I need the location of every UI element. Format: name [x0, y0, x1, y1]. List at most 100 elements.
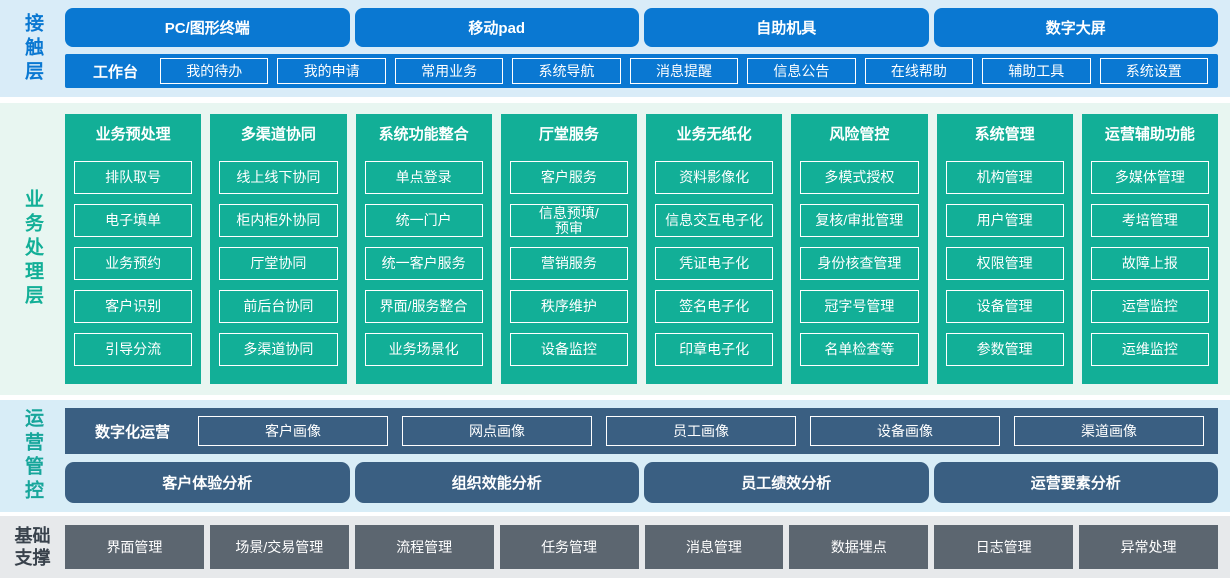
- ops-item-customer-profile[interactable]: 客户画像: [198, 416, 389, 446]
- column-item[interactable]: 运维监控: [1090, 333, 1209, 366]
- foundation-message-mgmt[interactable]: 消息管理: [644, 525, 784, 569]
- column-item[interactable]: 运营监控: [1090, 290, 1209, 323]
- column-item[interactable]: 故障上报: [1090, 247, 1209, 280]
- column-item[interactable]: 考培管理: [1090, 204, 1209, 237]
- column-title: 业务无纸化: [676, 126, 752, 143]
- column-item[interactable]: 冠字号管理: [800, 290, 919, 323]
- business-column-multichannel: 多渠道协同 线上线下协同 柜内柜外协同 厅堂协同 前后台协同 多渠道协同: [210, 114, 347, 384]
- workbench-label: 工作台: [93, 63, 139, 81]
- foundation-ui-mgmt[interactable]: 界面管理: [65, 525, 204, 569]
- workbench-item-online-help[interactable]: 在线帮助: [864, 58, 974, 84]
- column-item[interactable]: 统一门户: [364, 204, 483, 237]
- column-title: 系统管理: [974, 126, 1035, 143]
- foundation-data-tracking[interactable]: 数据埋点: [789, 525, 929, 569]
- workbench-item-announcements[interactable]: 信息公告: [747, 58, 856, 84]
- digital-ops-label: 数字化运营: [95, 423, 171, 441]
- column-item[interactable]: 客户服务: [509, 161, 628, 194]
- business-column-system-mgmt: 系统管理 机构管理 用户管理 权限管理 设备管理 参数管理: [936, 114, 1073, 384]
- analysis-employee-performance[interactable]: 员工绩效分析: [644, 462, 929, 503]
- workbench-item-aux-tools[interactable]: 辅助工具: [982, 58, 1091, 84]
- column-item[interactable]: 名单检查等: [800, 333, 919, 366]
- column-item[interactable]: 身份核查管理: [800, 247, 919, 280]
- ops-item-channel-profile[interactable]: 渠道画像: [1014, 416, 1205, 446]
- foundation-task-mgmt[interactable]: 任务管理: [499, 525, 639, 569]
- business-columns: 业务预处理 排队取号 电子填单 业务预约 客户识别 引导分流 多渠道协同 线上线…: [65, 114, 1218, 384]
- column-item[interactable]: 参数管理: [945, 333, 1064, 366]
- workbench-item-applications[interactable]: 我的申请: [277, 58, 386, 84]
- column-item[interactable]: 权限管理: [945, 247, 1064, 280]
- business-layer-content: 业务预处理 排队取号 电子填单 业务预约 客户识别 引导分流 多渠道协同 线上线…: [65, 103, 1230, 395]
- column-item[interactable]: 设备监控: [509, 333, 628, 366]
- foundation-layer-band: 基础支撑 界面管理 场景/交易管理 流程管理 任务管理 消息管理 数据埋点 日志…: [0, 516, 1230, 578]
- column-item[interactable]: 信息预填/ 预审: [509, 204, 628, 237]
- workbench-item-common-business[interactable]: 常用业务: [394, 58, 504, 84]
- column-title: 运营辅助功能: [1104, 126, 1195, 143]
- foundation-process-mgmt[interactable]: 流程管理: [354, 525, 494, 569]
- contact-layer-content: PC/图形终端 移动pad 自助机具 数字大屏 工作台 我的待办 我的申请 常用…: [65, 0, 1230, 97]
- column-item[interactable]: 机构管理: [945, 161, 1064, 194]
- foundation-layer-label-cell: 基础支撑: [0, 516, 65, 578]
- column-item[interactable]: 线上线下协同: [219, 161, 338, 194]
- foundation-scene-trade-mgmt[interactable]: 场景/交易管理: [209, 525, 349, 569]
- column-item[interactable]: 柜内柜外协同: [219, 204, 338, 237]
- column-title: 多渠道协同: [240, 126, 316, 143]
- column-item[interactable]: 业务场景化: [364, 333, 483, 366]
- column-title: 风险管控: [829, 126, 890, 143]
- terminal-pad-button[interactable]: 移动pad: [354, 8, 639, 47]
- column-item[interactable]: 多模式授权: [800, 161, 919, 194]
- ops-item-branch-profile[interactable]: 网点画像: [402, 416, 593, 446]
- contact-layer-label: 接触层: [22, 12, 43, 85]
- business-column-ops-aux: 运营辅助功能 多媒体管理 考培管理 故障上报 运营监控 运维监控: [1081, 114, 1218, 384]
- business-column-paperless: 业务无纸化 资料影像化 信息交互电子化 凭证电子化 签名电子化 印章电子化: [646, 114, 783, 384]
- column-title: 业务预处理: [95, 126, 171, 143]
- workbench-item-settings[interactable]: 系统设置: [1099, 58, 1208, 84]
- business-layer-label-cell: 业务处理层: [0, 103, 65, 395]
- workbench-item-notifications[interactable]: 消息提醒: [629, 58, 739, 84]
- analysis-ops-factors[interactable]: 运营要素分析: [933, 462, 1218, 503]
- column-title: 系统功能整合: [378, 126, 469, 143]
- terminal-pc-button[interactable]: PC/图形终端: [65, 8, 350, 47]
- column-item[interactable]: 客户识别: [74, 290, 193, 323]
- terminal-bigscreen-button[interactable]: 数字大屏: [933, 8, 1218, 47]
- terminal-selfservice-button[interactable]: 自助机具: [644, 8, 929, 47]
- column-item[interactable]: 多渠道协同: [219, 333, 338, 366]
- operations-layer-band: 运营管控 数字化运营 客户画像 网点画像 员工画像 设备画像 渠道画像 客户体验…: [0, 400, 1230, 512]
- column-item[interactable]: 引导分流: [74, 333, 193, 366]
- business-column-preprocessing: 业务预处理 排队取号 电子填单 业务预约 客户识别 引导分流: [65, 114, 202, 384]
- workbench-item-navigation[interactable]: 系统导航: [512, 58, 621, 84]
- column-item[interactable]: 营销服务: [509, 247, 628, 280]
- column-item[interactable]: 多媒体管理: [1090, 161, 1209, 194]
- foundation-exception-handling[interactable]: 异常处理: [1079, 525, 1218, 569]
- analysis-customer-experience[interactable]: 客户体验分析: [65, 462, 350, 503]
- ops-item-employee-profile[interactable]: 员工画像: [606, 416, 797, 446]
- column-item[interactable]: 设备管理: [945, 290, 1064, 323]
- column-item[interactable]: 单点登录: [364, 161, 483, 194]
- workbench-bar: 工作台 我的待办 我的申请 常用业务 系统导航 消息提醒 信息公告 在线帮助 辅…: [65, 54, 1218, 88]
- operations-layer-label: 运营管控: [22, 408, 43, 504]
- column-item[interactable]: 排队取号: [74, 161, 193, 194]
- column-item[interactable]: 签名电子化: [655, 290, 774, 323]
- foundation-log-mgmt[interactable]: 日志管理: [934, 525, 1074, 569]
- column-item[interactable]: 统一客户服务: [364, 247, 483, 280]
- column-item[interactable]: 秩序维护: [509, 290, 628, 323]
- business-column-risk: 风险管控 多模式授权 复核/审批管理 身份核查管理 冠字号管理 名单检查等: [791, 114, 928, 384]
- column-item[interactable]: 业务预约: [74, 247, 193, 280]
- operations-layer-label-cell: 运营管控: [0, 400, 65, 512]
- column-item[interactable]: 电子填单: [74, 204, 193, 237]
- column-item[interactable]: 前后台协同: [219, 290, 338, 323]
- analysis-org-efficiency[interactable]: 组织效能分析: [354, 462, 639, 503]
- column-item[interactable]: 信息交互电子化: [655, 204, 774, 237]
- workbench-item-todo[interactable]: 我的待办: [160, 58, 269, 84]
- column-item[interactable]: 复核/审批管理: [800, 204, 919, 237]
- digital-ops-bar: 数字化运营 客户画像 网点画像 员工画像 设备画像 渠道画像: [65, 408, 1218, 454]
- ops-item-device-profile[interactable]: 设备画像: [810, 416, 1001, 446]
- column-item[interactable]: 厅堂协同: [219, 247, 338, 280]
- business-layer-band: 业务处理层 业务预处理 排队取号 电子填单 业务预约 客户识别 引导分流 多渠道…: [0, 103, 1230, 395]
- column-item[interactable]: 凭证电子化: [655, 247, 774, 280]
- column-item[interactable]: 印章电子化: [655, 333, 774, 366]
- column-item[interactable]: 界面/服务整合: [364, 290, 483, 323]
- business-layer-label: 业务处理层: [22, 189, 43, 309]
- column-item[interactable]: 资料影像化: [655, 161, 774, 194]
- column-item[interactable]: 用户管理: [945, 204, 1064, 237]
